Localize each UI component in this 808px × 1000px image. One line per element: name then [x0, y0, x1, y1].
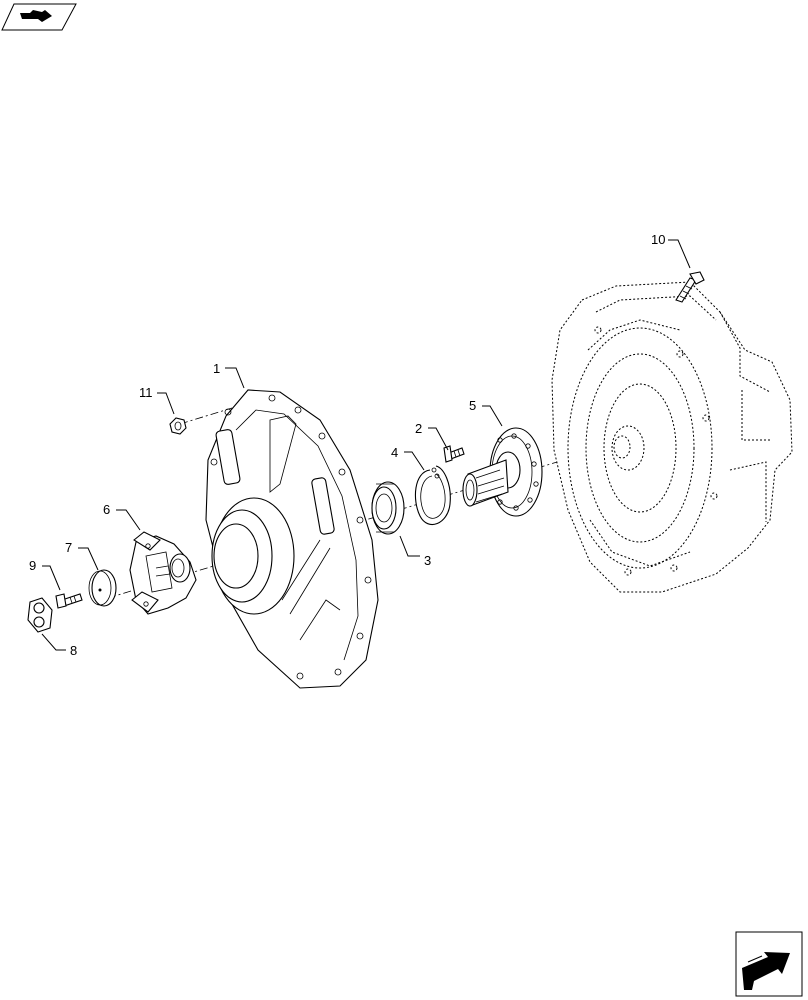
next-page-arrow-icon[interactable] [735, 931, 803, 997]
callout-leaders [41, 239, 691, 651]
callout-label-2: 2 [415, 421, 422, 436]
callout-label-6: 6 [103, 502, 110, 517]
bolt-centerline [179, 407, 233, 425]
callout-label-11: 11 [139, 385, 153, 400]
callout-label-4: 4 [391, 445, 398, 460]
cover-plate [205, 389, 379, 689]
callout-label-10: 10 [651, 232, 665, 247]
washer-plate [88, 569, 117, 607]
bolt [443, 445, 465, 463]
callout-label-3: 3 [424, 553, 431, 568]
callout-label-7: 7 [65, 540, 72, 555]
housing-bolt [675, 271, 705, 303]
nut [169, 417, 187, 435]
snap-ring [414, 465, 451, 526]
yoke [129, 531, 197, 615]
screw [55, 593, 83, 609]
callout-label-8: 8 [70, 643, 77, 658]
callout-label-9: 9 [29, 558, 36, 573]
callout-label-1: 1 [213, 361, 220, 376]
transmission-housing [551, 281, 793, 593]
callout-label-5: 5 [469, 398, 476, 413]
lock-plate [27, 597, 53, 633]
bearing [371, 481, 405, 535]
flanged-shaft [462, 427, 543, 517]
previous-page-arrow-icon[interactable] [1, 3, 77, 31]
